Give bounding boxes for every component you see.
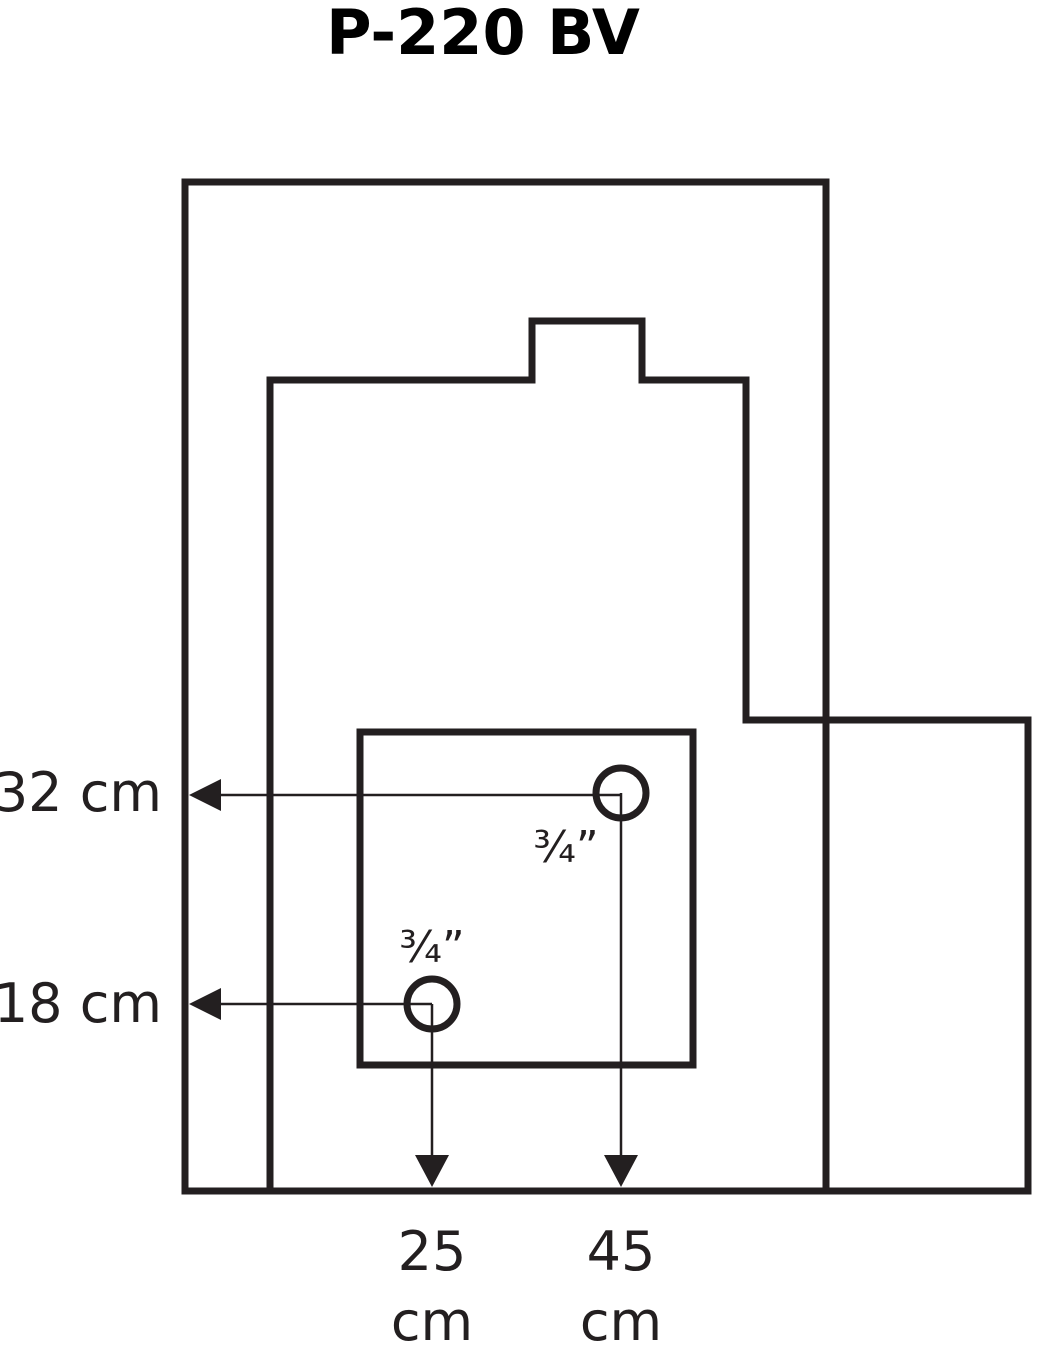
connection-panel: [356, 728, 697, 1069]
diagram-title: P-220 BV: [326, 0, 640, 69]
label-32cm: 32 cm: [0, 761, 162, 824]
label-25-unit: cm: [391, 1290, 473, 1347]
outer-casing: [181, 178, 830, 1195]
arrowhead-45cm: [604, 1155, 638, 1187]
arrowhead-18cm: [189, 988, 221, 1020]
arrowhead-25cm: [415, 1155, 449, 1187]
inner-body-outline: [266, 317, 1032, 1195]
label-pipe-lower: ¾”: [399, 922, 464, 973]
label-45-value: 45: [587, 1220, 656, 1283]
label-45-unit: cm: [580, 1290, 662, 1347]
label-pipe-upper: ¾”: [533, 822, 598, 873]
label-18cm: 18 cm: [0, 972, 162, 1035]
arrowhead-32cm: [189, 779, 221, 811]
label-25-value: 25: [398, 1220, 467, 1283]
